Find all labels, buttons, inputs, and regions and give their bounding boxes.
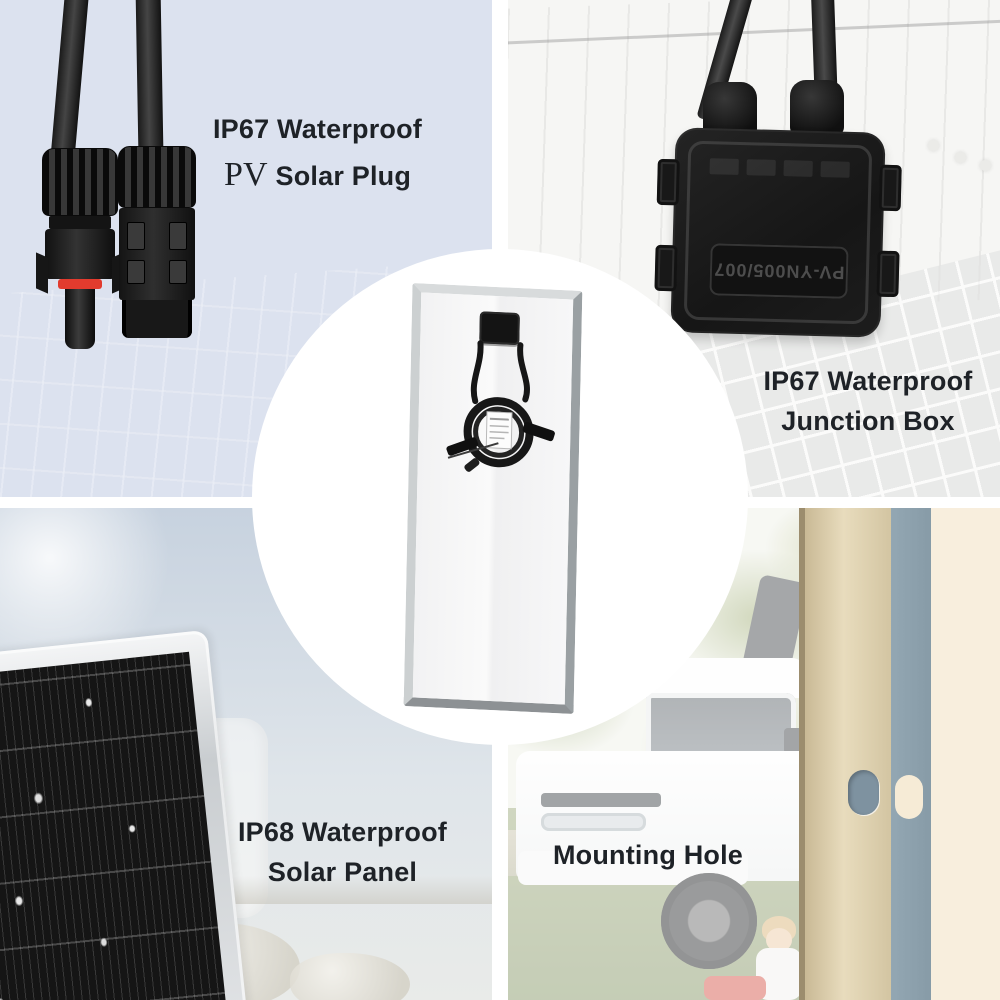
pv-serif-text: PV	[223, 155, 268, 193]
connector-slot	[169, 260, 187, 284]
caption-line: Junction Box	[781, 405, 955, 436]
coiled-cable-with-connectors	[446, 340, 555, 472]
caption-line: IP67 Waterproof	[212, 114, 423, 144]
mc4-female-connector	[118, 146, 196, 338]
connector-slot	[127, 222, 145, 250]
connector-tip	[65, 289, 95, 349]
caption-line: Solar Panel	[267, 856, 418, 887]
solar-cable	[50, 0, 90, 156]
string-light	[928, 140, 939, 151]
mounting-hole	[848, 770, 879, 815]
junction-box-model-text: PV-YN005/007	[713, 259, 845, 284]
rock	[290, 953, 410, 1000]
connector-waist	[49, 216, 111, 229]
caption-line: IP67 Waterproof	[763, 366, 973, 396]
gold-aluminum-frame	[805, 508, 891, 1000]
embossed-icon-strip	[709, 158, 850, 178]
string-light	[980, 160, 991, 171]
solar-panel-back	[403, 283, 583, 714]
connector-slot	[127, 260, 145, 284]
caption-mounting-hole: Mounting Hole	[508, 836, 798, 876]
cable-gland	[790, 80, 844, 136]
quadrant-mounting-hole: Mounting Hole	[508, 508, 1000, 1000]
caption-text: Solar Plug	[267, 160, 412, 191]
connector-ridged-nut	[118, 146, 196, 208]
connector-ridged-nut	[42, 148, 118, 216]
mc4-male-connector	[36, 148, 124, 353]
panel-backsheet-edge	[931, 508, 1000, 1000]
connector-body	[36, 229, 124, 294]
caption-line: Mounting Hole	[552, 840, 744, 870]
quadrant-solar-plug: IP67 Waterproof PV Solar Plug	[0, 0, 492, 497]
caption-line: PV Solar Plug	[145, 150, 490, 200]
caption-solar-plug: IP67 Waterproof PV Solar Plug	[145, 110, 490, 200]
junction-box: PV-YN005/007	[654, 127, 902, 338]
mounting-clip	[878, 164, 902, 212]
frame-side-channel	[891, 508, 931, 1000]
connector-slot	[169, 222, 187, 250]
caption-line: IP68 Waterproof	[237, 817, 448, 847]
center-highlight-circle	[252, 249, 748, 745]
mounting-clip	[654, 244, 678, 292]
mounting-clip	[656, 158, 680, 206]
junction-box-label-plate: PV-YN005/007	[709, 243, 849, 299]
string-light	[955, 152, 966, 163]
mounting-hole-backside	[895, 775, 923, 819]
caption-solar-panel: IP68 Waterproof Solar Panel	[190, 813, 492, 893]
frame-edge-shadow	[799, 508, 805, 1000]
caption-junction-box: IP67 Waterproof Junction Box	[713, 362, 1000, 442]
connector-body	[119, 208, 195, 300]
connector-socket	[122, 300, 192, 338]
red-o-ring	[58, 279, 102, 289]
connector-clip-wing	[36, 252, 48, 294]
quadrant-waterproof-panel: IP68 Waterproof Solar Panel	[0, 508, 492, 1000]
mounting-clip	[876, 250, 900, 298]
